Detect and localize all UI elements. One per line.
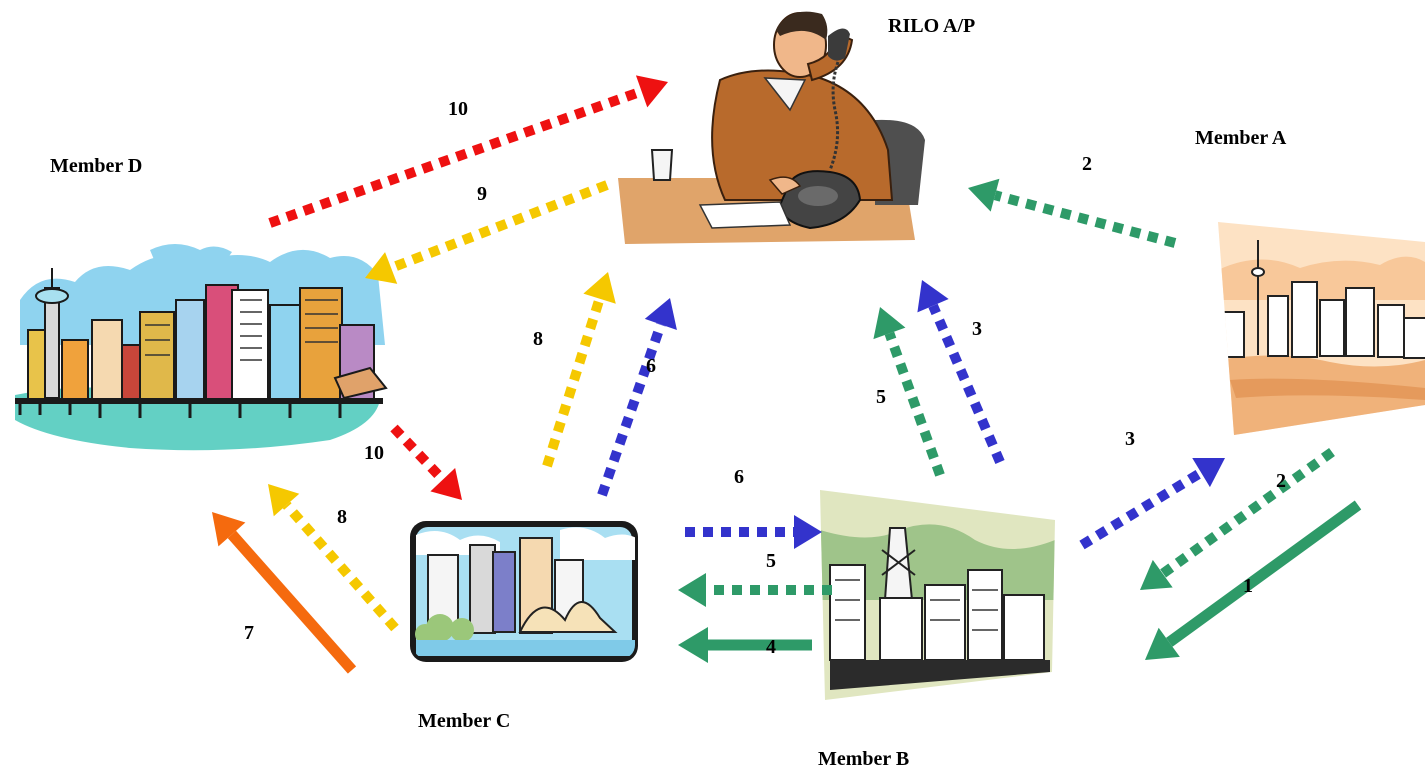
member-a-city-illustration (1218, 222, 1425, 435)
arrow-shaft (1079, 468, 1204, 550)
arrow-shaft (597, 322, 666, 497)
arrow-step-10-red (268, 75, 668, 228)
arrow-head (873, 307, 906, 340)
step-label: 4 (766, 636, 776, 658)
step-label: 8 (337, 506, 347, 528)
member-c-city-illustration (410, 521, 638, 662)
arrow-head (794, 515, 822, 549)
arrow-shaft (268, 86, 644, 228)
rilo-man-on-phone-illustration (618, 11, 925, 244)
step-label: 10 (448, 98, 468, 120)
arrow-step-1-green (1145, 500, 1362, 660)
arrow-step-4-green (678, 627, 812, 663)
arrow-head (678, 627, 708, 663)
step-label: 5 (876, 386, 886, 408)
arrow-step-10-red (390, 424, 462, 500)
arrow-step-9-yellow (365, 180, 609, 284)
arrow-head (1192, 458, 1225, 488)
arrow-shaft (542, 297, 605, 468)
step-label: 8 (533, 328, 543, 350)
step-label: 9 (477, 183, 487, 205)
arrow-shaft (884, 331, 945, 477)
member-b-city-illustration (820, 490, 1055, 700)
arrow-step-6-blue (685, 515, 822, 549)
arrow-shaft (1159, 447, 1335, 578)
arrow-shaft (993, 190, 1177, 248)
step-label: 5 (766, 550, 776, 572)
arrow-step-2-green (1140, 447, 1335, 590)
arrow-step-2-green (968, 178, 1177, 248)
arrow-step-8-yellow (542, 272, 616, 468)
step-label: 1 (1243, 575, 1253, 597)
node-label-member-c: Member C (418, 710, 511, 732)
step-label: 10 (364, 442, 384, 464)
arrow-step-5-green (873, 307, 945, 477)
arrow-step-3-blue (917, 280, 1005, 464)
step-label: 2 (1082, 153, 1092, 175)
arrow-step-6-blue (597, 298, 677, 497)
arrow-head (1140, 559, 1173, 590)
arrow-shaft (390, 424, 447, 484)
step-label: 3 (1125, 428, 1135, 450)
arrow-head (678, 573, 706, 607)
arrow-step-7-orange (212, 512, 357, 674)
arrow-head (212, 512, 246, 547)
arrow-head (430, 467, 462, 500)
arrow-shaft (928, 303, 1005, 464)
arrow-shaft (389, 180, 609, 273)
arrow-head (644, 298, 677, 331)
step-label: 2 (1276, 470, 1286, 492)
step-label: 6 (646, 355, 656, 377)
arrow-head (968, 178, 1000, 212)
node-label-member-d: Member D (50, 155, 143, 177)
step-label: 3 (972, 318, 982, 340)
arrows-layer (212, 75, 1362, 674)
arrow-head (1145, 627, 1180, 660)
node-label-rilo: RILO A/P (888, 15, 976, 37)
step-label: 6 (734, 466, 744, 488)
arrow-shaft (227, 530, 357, 674)
node-label-member-a: Member A (1195, 127, 1287, 149)
arrow-head (268, 484, 300, 517)
node-label-member-b: Member B (818, 748, 910, 770)
arrow-step-8-yellow (268, 484, 399, 632)
arrow-head (365, 252, 398, 284)
arrow-shaft (1166, 500, 1362, 647)
arrow-shaft (282, 501, 399, 632)
step-label: 7 (244, 622, 254, 644)
arrow-head (917, 280, 949, 313)
arrow-head (635, 75, 668, 108)
arrow-step-3-blue (1079, 458, 1225, 550)
arrow-head (583, 272, 616, 304)
arrow-step-5-green (678, 573, 832, 607)
member-d-city-illustration (15, 244, 388, 451)
